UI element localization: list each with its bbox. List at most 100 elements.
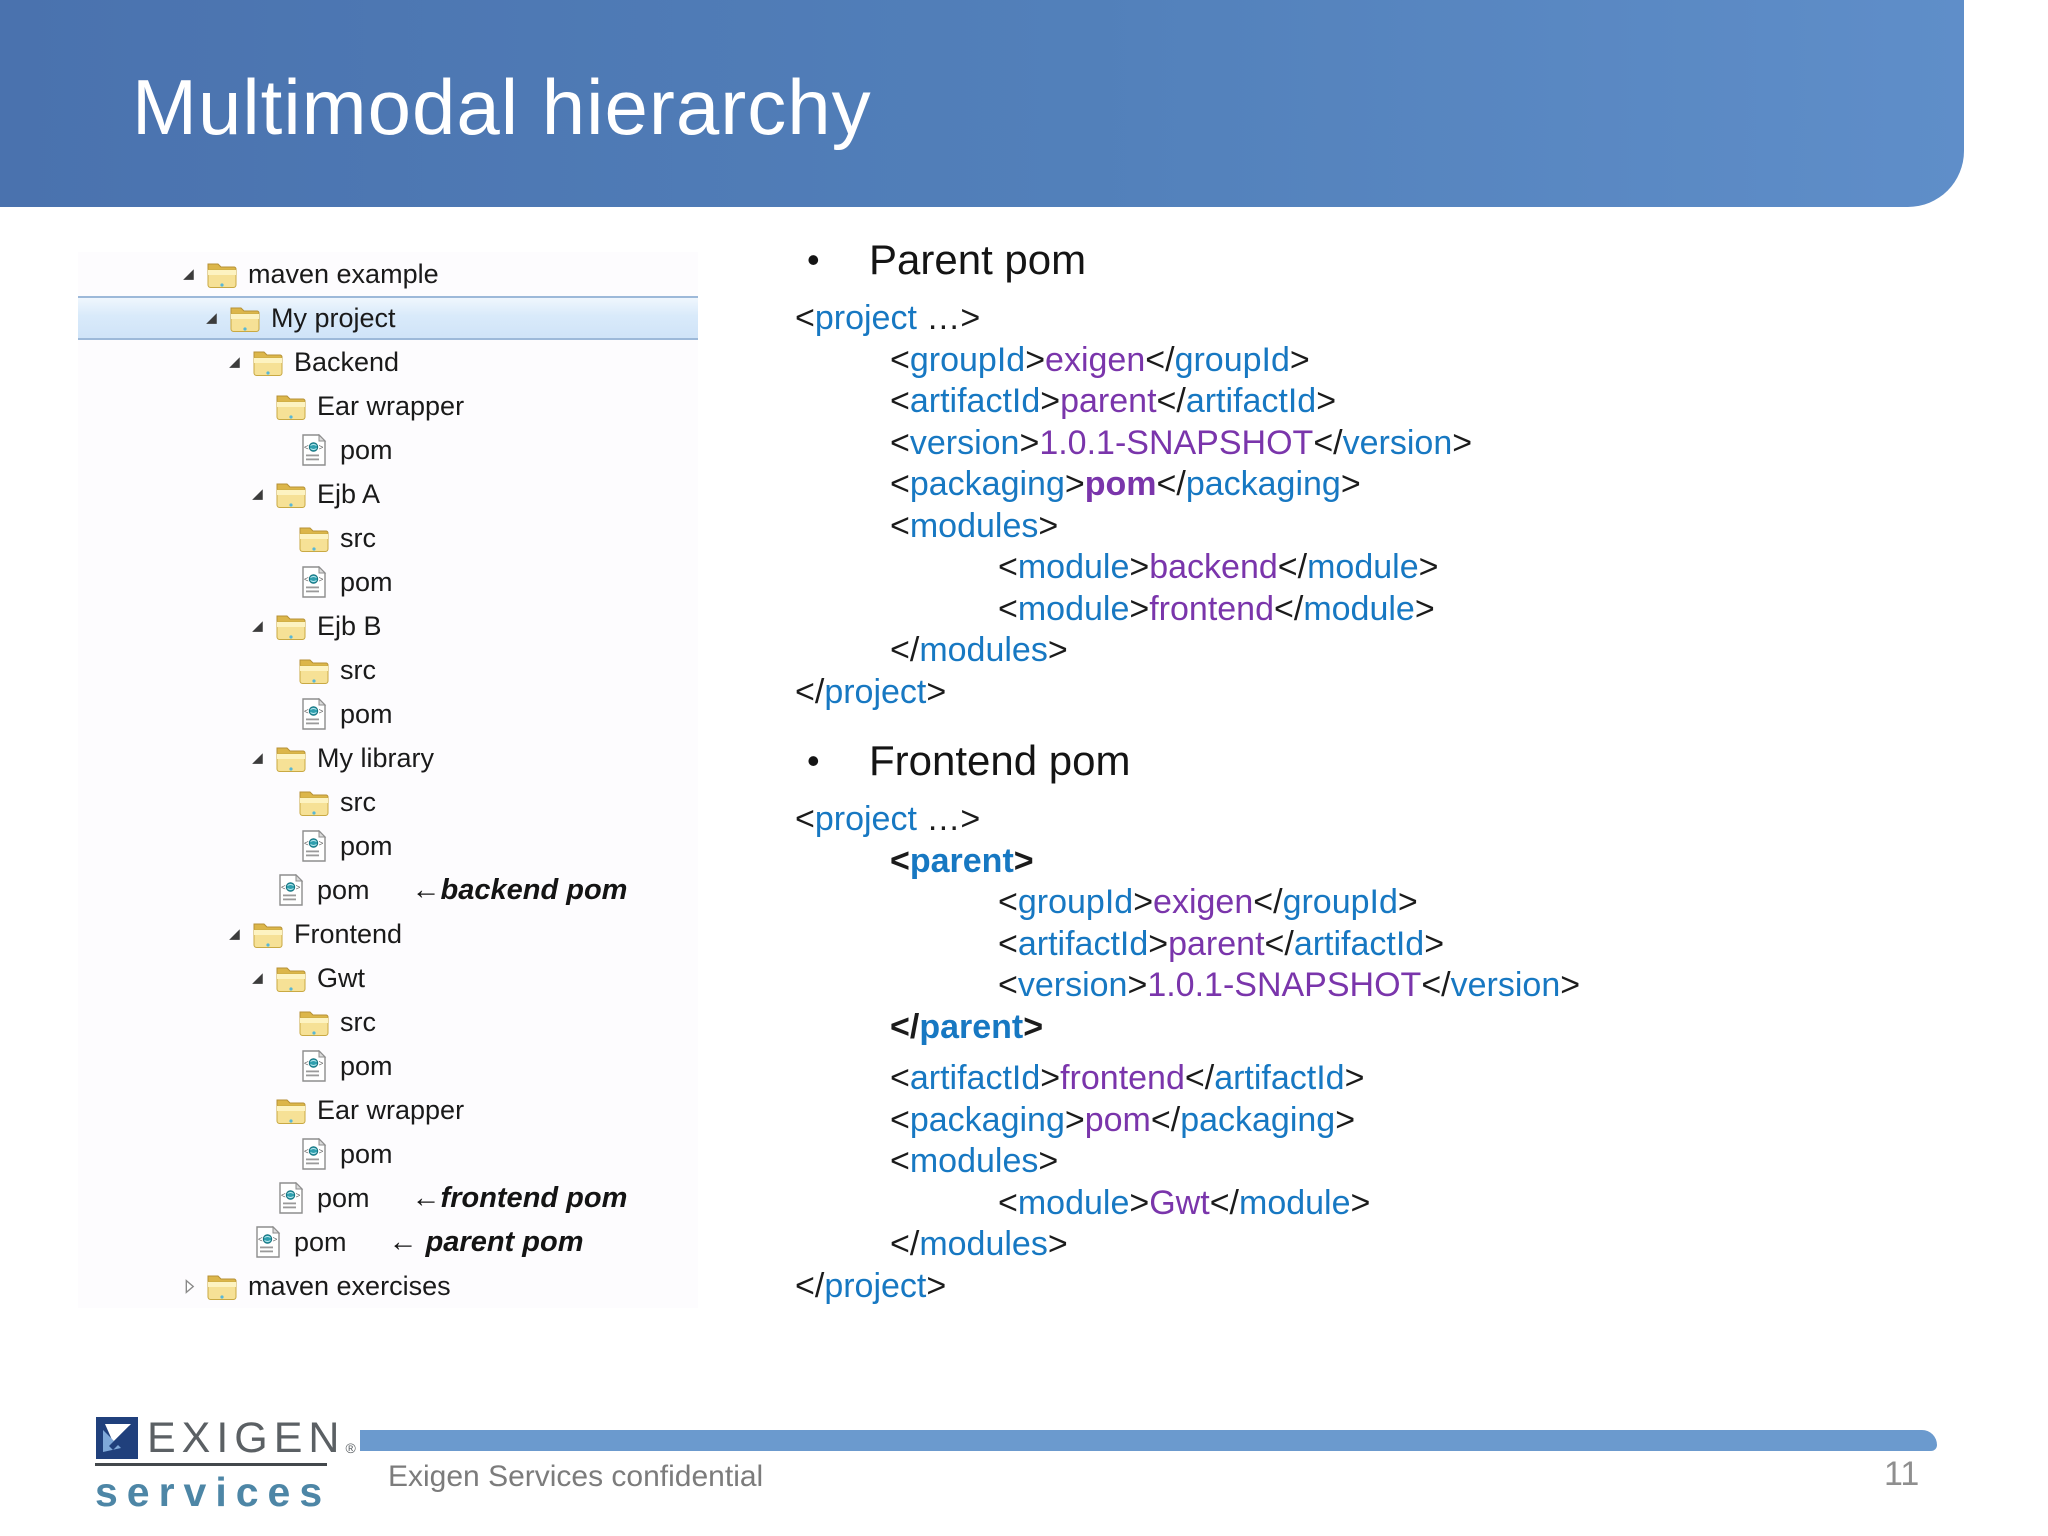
code-line: </modules> bbox=[795, 630, 1945, 672]
expander-icon[interactable] bbox=[270, 1055, 292, 1077]
expander-icon[interactable] bbox=[224, 923, 246, 945]
file-tree: < > maven example bbox=[78, 252, 698, 1308]
tree-item-label: My library bbox=[317, 742, 435, 773]
tree-row[interactable]: < > pom bbox=[78, 428, 698, 472]
tree-item-label: My project bbox=[271, 302, 396, 333]
xml-bracket: > bbox=[1289, 340, 1310, 379]
code-line: <modules> bbox=[795, 506, 1945, 548]
expander-icon[interactable] bbox=[178, 1275, 200, 1297]
xml-value: frontend bbox=[1060, 1059, 1185, 1097]
expander-icon[interactable] bbox=[224, 351, 246, 373]
svg-text:>: > bbox=[319, 1147, 324, 1156]
xml-bracket: > bbox=[1047, 631, 1068, 669]
expander-icon[interactable] bbox=[247, 879, 269, 901]
tree-row[interactable]: < > Ejb B bbox=[78, 604, 698, 648]
expander-icon[interactable] bbox=[247, 747, 269, 769]
expander-icon[interactable] bbox=[270, 439, 292, 461]
tree-row[interactable]: < > src bbox=[78, 516, 698, 560]
code-line: </parent> bbox=[795, 1007, 1945, 1049]
heading-label: Frontend pom bbox=[869, 737, 1131, 784]
folder-icon bbox=[204, 1269, 240, 1303]
code-line: <module>backend</module> bbox=[795, 547, 1945, 589]
xml-tag: project bbox=[824, 672, 927, 711]
xml-tag: packaging bbox=[909, 465, 1065, 503]
expander-icon[interactable] bbox=[270, 571, 292, 593]
code-line: <packaging>pom</packaging> bbox=[795, 1100, 1945, 1142]
expander-icon[interactable] bbox=[224, 1231, 246, 1253]
expander-icon[interactable] bbox=[247, 1099, 269, 1121]
xml-bracket: < bbox=[890, 841, 910, 880]
expander-icon[interactable] bbox=[270, 527, 292, 549]
xml-tag: modules bbox=[919, 631, 1048, 669]
tree-row[interactable]: < > pom bbox=[78, 1044, 698, 1088]
expander-icon[interactable] bbox=[270, 703, 292, 725]
expander-icon[interactable] bbox=[247, 395, 269, 417]
tree-item-label: pom bbox=[340, 1138, 393, 1169]
tree-row[interactable]: < > maven exercises bbox=[78, 1264, 698, 1308]
bullet-heading: •Frontend pom bbox=[795, 737, 1945, 785]
code-line: <artifactId>frontend</artifactId> bbox=[795, 1058, 1945, 1100]
pom-file-icon: < > bbox=[296, 1137, 332, 1171]
tree-row[interactable]: < > Ear wrapper bbox=[78, 1088, 698, 1132]
xml-value: 1.0.1-SNAPSHOT bbox=[1039, 423, 1314, 462]
expander-icon[interactable] bbox=[201, 307, 223, 329]
expander-icon[interactable] bbox=[270, 1143, 292, 1165]
tree-row[interactable]: < > pom bbox=[78, 692, 698, 736]
expander-icon[interactable] bbox=[270, 659, 292, 681]
tree-row[interactable]: < > Backend bbox=[78, 340, 698, 384]
tree-row[interactable]: < > pom ← parent pom bbox=[78, 1220, 698, 1264]
xml-tag: module bbox=[1017, 1183, 1130, 1222]
tree-item-label: Gwt bbox=[317, 962, 366, 993]
tree-item-annotation: ←frontend pom bbox=[411, 1181, 628, 1214]
tree-item-label: src bbox=[340, 786, 376, 817]
pom-file-icon: < > bbox=[273, 873, 309, 907]
xml-bracket: < bbox=[998, 1183, 1018, 1222]
tree-item-label: pom bbox=[340, 1050, 393, 1081]
tree-row[interactable]: < > My library bbox=[78, 736, 698, 780]
code-column: •Parent pom<project …><groupId>exigen</g… bbox=[795, 236, 1945, 1307]
tree-item-label: src bbox=[340, 654, 376, 685]
expander-icon[interactable] bbox=[178, 263, 200, 285]
tree-row[interactable]: < > pom bbox=[78, 1132, 698, 1176]
expander-icon[interactable] bbox=[247, 483, 269, 505]
tree-row[interactable]: < > pom bbox=[78, 560, 698, 604]
xml-bracket: > bbox=[1350, 1183, 1371, 1222]
pom-file-icon: < > bbox=[296, 697, 332, 731]
registered-mark: ® bbox=[345, 1440, 356, 1456]
expander-icon[interactable] bbox=[247, 967, 269, 989]
xml-value: parent bbox=[1168, 924, 1265, 963]
tree-row[interactable]: < > Ejb A bbox=[78, 472, 698, 516]
expander-icon[interactable] bbox=[247, 1187, 269, 1209]
tree-row[interactable]: < > src bbox=[78, 648, 698, 692]
tree-row[interactable]: < > Frontend bbox=[78, 912, 698, 956]
tree-row[interactable]: < > Ear wrapper bbox=[78, 384, 698, 428]
expander-icon[interactable] bbox=[270, 1011, 292, 1033]
xml-tag: artifactId bbox=[1017, 924, 1149, 963]
folder-icon bbox=[227, 301, 263, 335]
tree-row[interactable]: < > My project bbox=[78, 296, 698, 340]
xml-bracket: </ bbox=[1253, 883, 1283, 921]
tree-item-label: Ear wrapper bbox=[317, 390, 465, 421]
xml-bracket: </ bbox=[795, 672, 825, 711]
code-line: <artifactId>parent</artifactId> bbox=[795, 381, 1945, 423]
tree-item-label: pom bbox=[340, 566, 393, 597]
tree-row[interactable]: < > Gwt bbox=[78, 956, 698, 1000]
svg-text:<: < bbox=[304, 1059, 309, 1068]
tree-row[interactable]: < > pom ←frontend pom bbox=[78, 1176, 698, 1220]
xml-bracket: < bbox=[890, 1100, 910, 1139]
tree-row[interactable]: < > src bbox=[78, 780, 698, 824]
expander-icon[interactable] bbox=[270, 835, 292, 857]
xml-bracket: > bbox=[1560, 966, 1581, 1004]
tree-row[interactable]: < > maven example bbox=[78, 252, 698, 296]
tree-row[interactable]: < > src bbox=[78, 1000, 698, 1044]
xml-bracket: </ bbox=[1156, 382, 1186, 420]
expander-icon[interactable] bbox=[247, 615, 269, 637]
xml-bracket: …> bbox=[916, 800, 981, 838]
expander-icon[interactable] bbox=[270, 791, 292, 813]
xml-bracket: </ bbox=[795, 1266, 825, 1305]
folder-icon bbox=[296, 1005, 332, 1039]
xml-bracket: > bbox=[1040, 1059, 1061, 1097]
tree-row[interactable]: < > pom bbox=[78, 824, 698, 868]
tree-row[interactable]: < > pom ←backend pom bbox=[78, 868, 698, 912]
header-band: Multimodal hierarchy bbox=[0, 0, 1964, 207]
